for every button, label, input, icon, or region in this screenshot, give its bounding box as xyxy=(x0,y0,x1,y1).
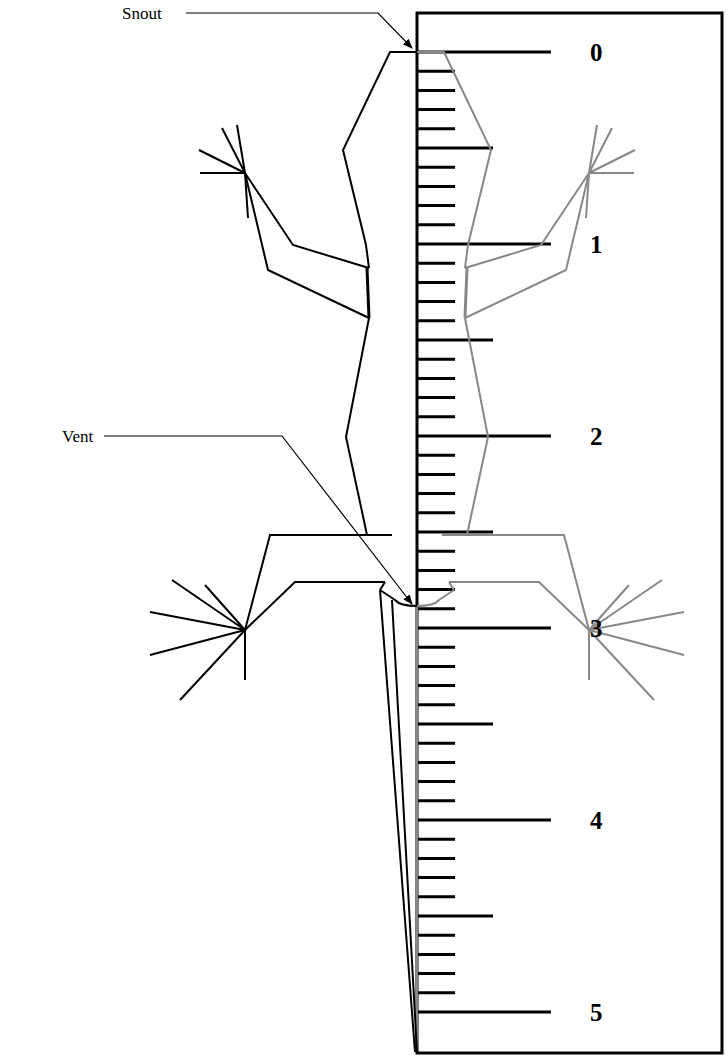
ruler-tick xyxy=(417,435,551,438)
ruler-tick xyxy=(417,531,493,534)
ruler-tick xyxy=(417,876,455,879)
ruler-tick xyxy=(417,300,455,303)
ruler-tick xyxy=(417,915,493,918)
ruler-tick xyxy=(417,934,455,937)
ruler-tick xyxy=(417,838,455,841)
ruler-tick xyxy=(417,1011,551,1014)
ruler-tick xyxy=(417,454,455,457)
ruler-tick xyxy=(417,243,551,246)
ruler-tick xyxy=(417,70,455,73)
ruler-tick xyxy=(417,627,551,630)
scale-number: 0 xyxy=(590,40,603,65)
ruler-tick xyxy=(417,377,455,380)
ruler-tick xyxy=(417,953,455,956)
callout-label: Snout xyxy=(122,5,162,22)
ruler-tick xyxy=(417,780,455,783)
ruler-tick xyxy=(417,127,455,130)
ruler-tick xyxy=(417,569,455,572)
ruler-tick xyxy=(417,607,455,610)
ruler-tick xyxy=(417,550,455,553)
ruler-tick xyxy=(417,492,455,495)
ruler-tick xyxy=(417,166,455,169)
scale-number: 2 xyxy=(590,424,603,449)
ruler-tick xyxy=(417,358,455,361)
scale-number: 3 xyxy=(590,616,603,641)
ruler-tick xyxy=(417,895,455,898)
ruler-tick xyxy=(417,339,493,342)
scale-number: 5 xyxy=(590,1000,603,1025)
ruler-tick xyxy=(417,204,455,207)
ruler-tick xyxy=(417,89,455,92)
ruler-tick xyxy=(417,185,455,188)
scale-number: 4 xyxy=(590,808,603,833)
ruler-tick xyxy=(417,646,455,649)
ruler-tick xyxy=(417,147,493,150)
ruler-tick xyxy=(417,396,455,399)
ruler-tick xyxy=(417,819,551,822)
ruler-tick xyxy=(417,665,455,668)
ruler-tick xyxy=(417,415,455,418)
ruler-tick xyxy=(417,857,455,860)
ruler-tick xyxy=(417,223,455,226)
ruler-tick xyxy=(417,723,493,726)
ruler-tick xyxy=(417,319,455,322)
ruler-tick xyxy=(417,473,455,476)
ruler-tick xyxy=(417,991,455,994)
ruler-tick xyxy=(417,588,455,591)
ruler-tick xyxy=(417,511,455,514)
ruler-tick xyxy=(417,684,455,687)
ruler-tick xyxy=(417,761,455,764)
ruler-tick xyxy=(417,742,455,745)
callout-label: Vent xyxy=(62,428,93,445)
ruler-tick xyxy=(417,703,455,706)
scale-number: 1 xyxy=(590,232,603,257)
ruler-tick xyxy=(417,281,455,284)
ruler-tick xyxy=(417,972,455,975)
ruler-tick xyxy=(417,262,455,265)
ruler-tick xyxy=(417,799,455,802)
ruler-tick xyxy=(417,108,455,111)
